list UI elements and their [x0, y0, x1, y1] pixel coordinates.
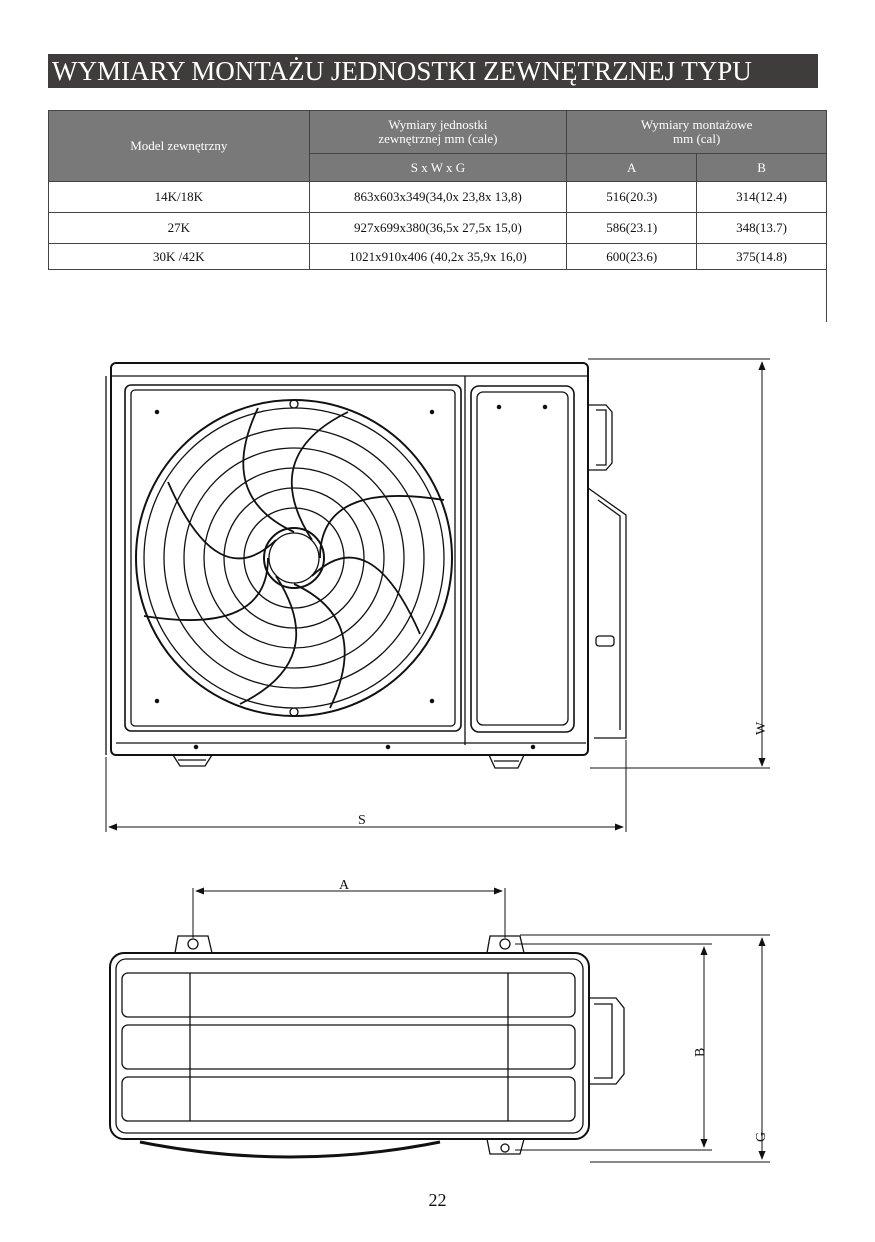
cell-model: 14K/18K — [48, 181, 310, 213]
dimensions-table: Model zewnętrzny Wymiary jednostki zewnę… — [48, 110, 827, 270]
header-unit-line2: zewnętrznej mm (cale) — [378, 131, 498, 146]
header-mount-dimensions: Wymiary montażowe mm (cal) — [566, 110, 827, 154]
dimension-w — [588, 358, 770, 769]
table-row: 27K 927x699x380(36,5x 27,5x 15,0) 586(23… — [48, 212, 827, 244]
cell-b: 348(13.7) — [696, 212, 827, 244]
header-mount-line1: Wymiary montażowe — [640, 117, 753, 132]
header-model: Model zewnętrzny — [48, 110, 310, 182]
header-unit-dimensions: Wymiary jednostki zewnętrznej mm (cale) — [308, 110, 568, 154]
header-b: B — [696, 153, 827, 182]
fan-grille — [135, 399, 453, 717]
cell-model: 30K /42K — [48, 243, 310, 270]
page-number: 22 — [428, 1190, 447, 1210]
header-a: A — [566, 153, 698, 182]
front-view — [105, 362, 627, 769]
page-title: WYMIARY MONTAŻU JEDNOSTKI ZEWNĘTRZNEJ TY… — [48, 54, 818, 88]
cell-dims: 1021x910x406 (40,2x 35,9x 16,0) — [308, 243, 568, 270]
dimension-g — [520, 934, 770, 1163]
cell-a: 516(20.3) — [566, 181, 698, 213]
cell-a: 600(23.6) — [566, 243, 698, 270]
cell-b: 314(12.4) — [696, 181, 827, 213]
cell-dims: 863x603x349(34,0x 23,8x 13,8) — [308, 181, 568, 213]
cell-a: 586(23.1) — [566, 212, 698, 244]
header-mount-line2: mm (cal) — [672, 131, 721, 146]
label-a: A — [339, 878, 350, 893]
header-unit-line1: Wymiary jednostki — [388, 117, 488, 132]
label-b: B — [693, 1048, 708, 1057]
dimension-a — [192, 887, 506, 938]
label-s: S — [358, 813, 366, 828]
header-swg: S x W x G — [308, 153, 568, 182]
cell-b: 375(14.8) — [696, 243, 827, 270]
table-row: 14K/18K 863x603x349(34,0x 23,8x 13,8) 51… — [48, 181, 827, 213]
label-w: W — [754, 721, 769, 735]
table-edge-line — [826, 270, 827, 322]
table-row: 30K /42K 1021x910x406 (40,2x 35,9x 16,0)… — [48, 243, 827, 270]
label-g: G — [754, 1132, 769, 1142]
top-view — [109, 935, 625, 1159]
dimension-b — [515, 943, 712, 1151]
dimension-s — [105, 740, 627, 832]
